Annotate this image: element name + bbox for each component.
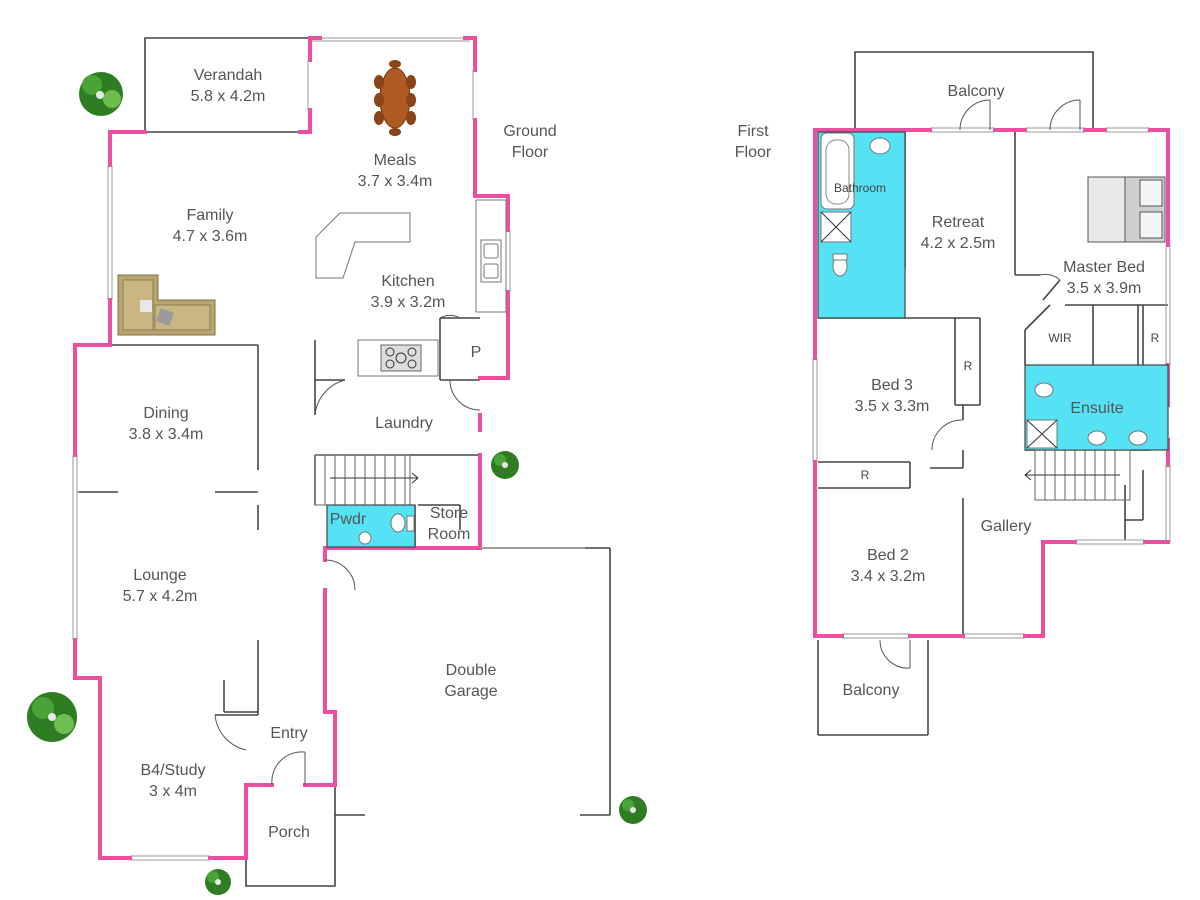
robe-bed2-label: R	[861, 468, 870, 482]
windows	[72, 60, 585, 861]
shower-icon	[820, 211, 852, 243]
ground-floor-title-line2: Floor	[512, 144, 549, 161]
stairs-icon	[1024, 449, 1131, 501]
toilet-icon	[390, 513, 406, 533]
ground-floor-plan: Ground Floor Verandah 5.8 x 4.2m Meals 3…	[27, 36, 647, 895]
exterior-walls	[73, 36, 510, 860]
bed2-dims: 3.4 x 3.2m	[851, 568, 926, 585]
pantry-label: P	[471, 344, 482, 361]
bed3-dims: 3.5 x 3.3m	[855, 398, 930, 415]
first-floor-plan: First Floor Balcony Bathroom Retreat 4.2…	[735, 51, 1171, 736]
garage-label-line1: Double	[446, 662, 497, 679]
bed-icon	[1087, 176, 1166, 243]
pwdr-label: Pwdr	[330, 511, 367, 528]
dining-label: Dining	[143, 405, 188, 422]
bed3-label: Bed 3	[871, 377, 913, 394]
porch-label: Porch	[268, 824, 310, 841]
garage-label-line2: Garage	[444, 683, 497, 700]
tree-icon	[27, 692, 77, 742]
bathroom-label: Bathroom	[834, 181, 886, 195]
dining-table-icon	[374, 60, 416, 136]
lounge-dims: 5.7 x 4.2m	[123, 588, 198, 605]
stairs-icon	[314, 454, 419, 506]
master-bed-dims: 3.5 x 3.9m	[1067, 280, 1142, 297]
robe-master-label: R	[1151, 331, 1160, 345]
family-dims: 4.7 x 3.6m	[173, 228, 248, 245]
kitchen-label: Kitchen	[381, 273, 434, 290]
sink-icon	[480, 239, 502, 283]
first-floor-title-line1: First	[737, 123, 769, 140]
exterior-walls-first	[813, 128, 1170, 638]
dining-dims: 3.8 x 3.4m	[129, 426, 204, 443]
study-label: B4/Study	[141, 762, 206, 779]
retreat-label: Retreat	[932, 214, 985, 231]
verandah-outline	[144, 37, 470, 132]
tree-icon	[205, 869, 231, 895]
toilet-icon	[1034, 382, 1054, 398]
doors	[214, 314, 481, 786]
meals-label: Meals	[374, 152, 417, 169]
bathtub-icon	[820, 132, 855, 210]
powder-room	[326, 504, 416, 548]
family-label: Family	[186, 207, 233, 224]
bed2-label: Bed 2	[867, 547, 909, 564]
ensuite-label: Ensuite	[1070, 400, 1123, 417]
tree-icon	[491, 451, 519, 479]
lounge-label: Lounge	[133, 567, 186, 584]
study-dims: 3 x 4m	[149, 783, 197, 800]
verandah-dims: 5.8 x 4.2m	[191, 88, 266, 105]
wir-label: WIR	[1048, 331, 1072, 345]
verandah-label: Verandah	[194, 67, 263, 84]
tree-icon	[619, 796, 647, 824]
shower-icon	[1026, 419, 1058, 449]
meals-dims: 3.7 x 3.4m	[358, 173, 433, 190]
windows-first	[812, 127, 1171, 639]
kitchen-dims: 3.9 x 3.2m	[371, 294, 446, 311]
first-floor-title-line2: Floor	[735, 144, 772, 161]
gallery-label: Gallery	[981, 518, 1032, 535]
retreat-dims: 4.2 x 2.5m	[921, 235, 996, 252]
bathroom	[817, 131, 906, 319]
tree-icon	[79, 72, 123, 116]
cooktop-icon	[380, 344, 422, 372]
laundry-label: Laundry	[375, 415, 433, 432]
kitchen-island	[315, 212, 411, 279]
balcony-top-outline	[854, 51, 1094, 130]
balcony-top-label: Balcony	[948, 83, 1005, 100]
store-room-label-line1: Store	[430, 505, 468, 522]
store-room-label-line2: Room	[428, 526, 471, 543]
master-bed-label: Master Bed	[1063, 259, 1145, 276]
balcony-bottom-label: Balcony	[843, 682, 900, 699]
ground-floor-title-line1: Ground	[503, 123, 556, 140]
robe-bed3-label: R	[964, 359, 973, 373]
entry-label: Entry	[270, 725, 307, 742]
sofa-icon	[117, 274, 216, 336]
